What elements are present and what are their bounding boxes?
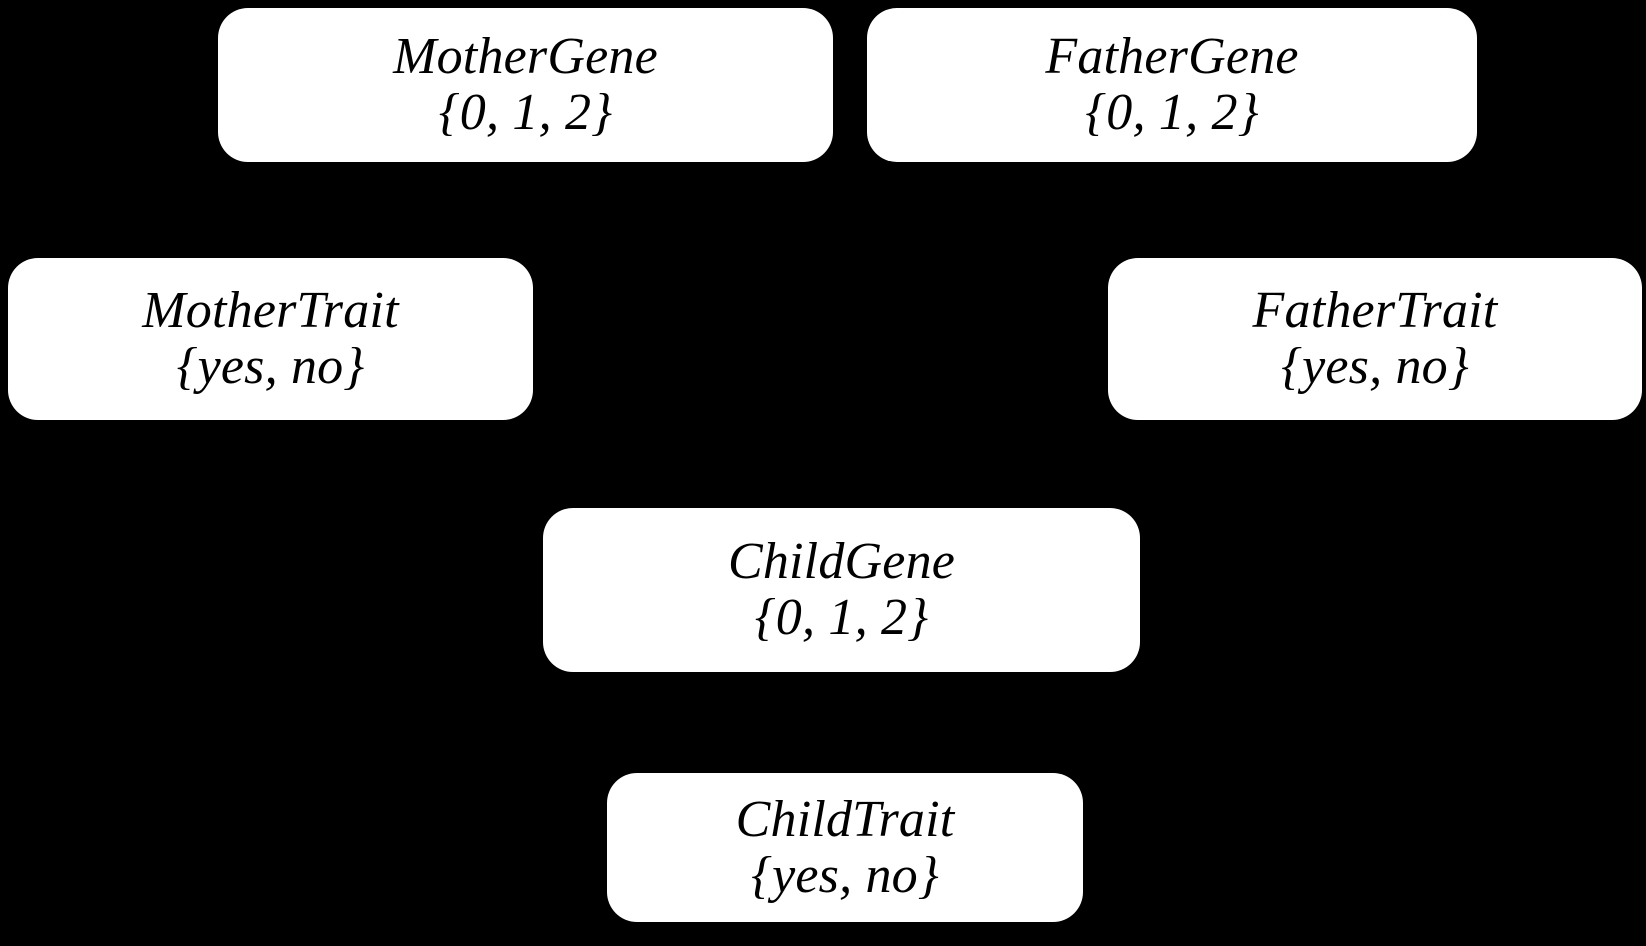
node-father-gene[interactable]: FatherGene {0, 1, 2} <box>867 8 1477 162</box>
node-child-trait-title: ChildTrait <box>735 790 955 848</box>
node-father-trait-domain: {yes, no} <box>1281 338 1469 395</box>
node-child-gene[interactable]: ChildGene {0, 1, 2} <box>543 508 1140 672</box>
node-mother-trait[interactable]: MotherTrait {yes, no} <box>8 258 533 420</box>
node-child-gene-title: ChildGene <box>727 533 956 591</box>
node-mother-trait-title: MotherTrait <box>142 282 399 340</box>
node-father-trait-title: FatherTrait <box>1252 282 1498 340</box>
node-child-gene-domain: {0, 1, 2} <box>754 589 929 646</box>
node-mother-gene-title: MotherGene <box>393 28 658 86</box>
node-mother-trait-domain: {yes, no} <box>176 338 365 395</box>
node-child-trait-domain: {yes, no} <box>751 846 939 904</box>
node-father-gene-title: FatherGene <box>1045 28 1299 86</box>
node-mother-gene[interactable]: MotherGene {0, 1, 2} <box>218 8 833 162</box>
node-child-trait[interactable]: ChildTrait {yes, no} <box>607 773 1083 922</box>
node-father-gene-domain: {0, 1, 2} <box>1085 84 1259 141</box>
node-father-trait[interactable]: FatherTrait {yes, no} <box>1108 258 1642 420</box>
node-mother-gene-domain: {0, 1, 2} <box>438 84 613 141</box>
